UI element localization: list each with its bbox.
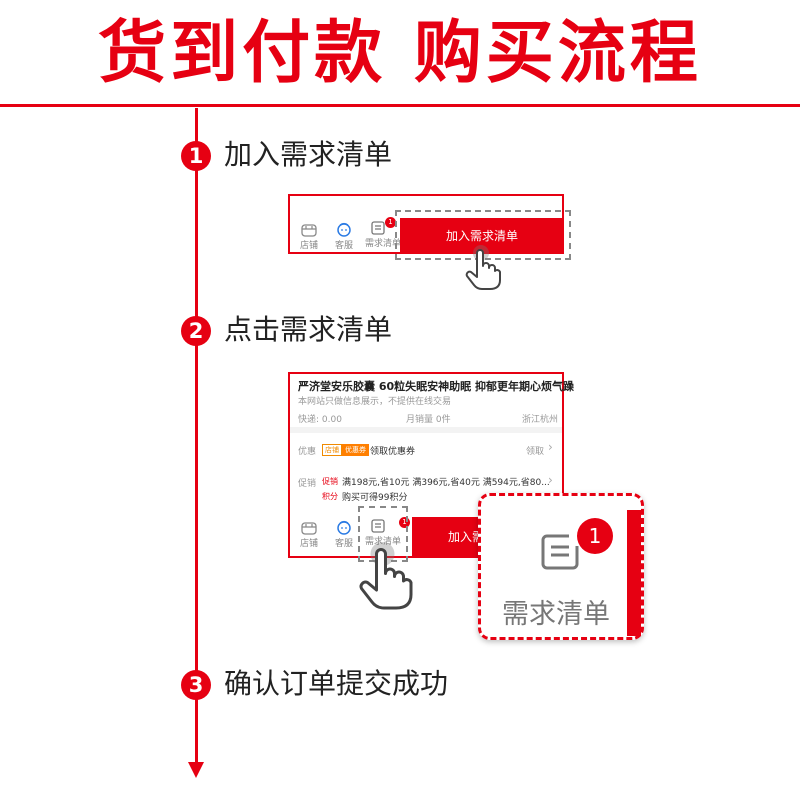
shop-icon [301, 522, 317, 535]
page-title: 货到付款 购买流程 [98, 14, 702, 93]
demand-list-badge: 1 [399, 517, 410, 528]
zoom-demand-list-label[interactable]: 需求清单 [502, 599, 610, 630]
shop-icon [301, 224, 317, 237]
step-1-bottom-bar: 店铺 客服 需求清单 1 加入需求清单 [288, 194, 564, 254]
service-icon [337, 520, 351, 535]
zoom-badge: 1 [577, 518, 613, 554]
service-tab[interactable]: 客服 [331, 222, 357, 251]
add-to-demand-list-button[interactable]: 加入需求清单 [400, 218, 564, 254]
title-underline [0, 104, 800, 107]
promo-discount-tag: 促销 [322, 477, 338, 486]
demand-list-badge: 1 [385, 217, 396, 228]
shipping-fee: 快递: 0.00 [298, 415, 342, 425]
pointer-hand-icon [359, 542, 413, 610]
zoom-callout: 1 需求清单 [478, 493, 644, 640]
timeline-line [195, 108, 198, 768]
coupon-tag-coupon: 优惠券 [342, 444, 369, 456]
chevron-right-icon: › [548, 473, 553, 487]
demand-list-label: 需求清单 [365, 239, 402, 249]
demand-list-icon [371, 221, 385, 235]
step-3-label: 确认订单提交成功 [224, 667, 449, 700]
step-3-number: 3 [181, 670, 211, 700]
service-icon [337, 222, 351, 237]
ship-location: 浙江杭州 [522, 415, 559, 425]
shop-tab[interactable]: 店铺 [296, 522, 322, 549]
pointer-hand-icon [465, 245, 501, 290]
demand-list-icon [371, 519, 385, 533]
promo-points-text: 购买可得99积分 [342, 493, 408, 503]
promo-points-tag: 积分 [322, 492, 338, 501]
shop-tab[interactable]: 店铺 [296, 224, 322, 251]
demand-list-icon [541, 534, 579, 570]
coupon-tag-shop: 店铺 [322, 444, 342, 456]
coupon-text[interactable]: 领取优惠券 [370, 447, 416, 457]
demand-list-tab[interactable]: 需求清单 [365, 519, 402, 547]
promo-label: 促销 [298, 479, 317, 489]
step-2-number: 2 [181, 316, 211, 346]
coupon-action[interactable]: 领取 [526, 447, 545, 457]
shop-label: 店铺 [299, 241, 318, 251]
step-1-number: 1 [181, 141, 211, 171]
section-divider [290, 427, 562, 433]
timeline-arrow-icon [188, 762, 204, 778]
demand-list-tab[interactable]: 需求清单 [365, 221, 402, 249]
monthly-sales: 月销量 0件 [406, 415, 451, 425]
chevron-right-icon: › [548, 440, 553, 454]
demand-list-label: 需求清单 [365, 537, 402, 547]
promo-discount-text: 满198元,省10元 满396元,省40元 满594元,省80... [342, 478, 550, 488]
product-notice: 本网站只做信息展示，不提供在线交易 [298, 397, 452, 407]
zoom-button-edge [627, 510, 641, 636]
shop-label: 店铺 [299, 539, 318, 549]
step-1-label: 加入需求清单 [224, 138, 393, 171]
service-tab[interactable]: 客服 [331, 520, 357, 549]
coupon-label: 优惠 [298, 447, 317, 457]
service-label: 客服 [334, 241, 353, 251]
product-name: 严济堂安乐胶囊 60粒失眠安神助眠 抑郁更年期心烦气躁 [298, 380, 574, 393]
step-2-label: 点击需求清单 [224, 313, 393, 346]
service-label: 客服 [334, 539, 353, 549]
